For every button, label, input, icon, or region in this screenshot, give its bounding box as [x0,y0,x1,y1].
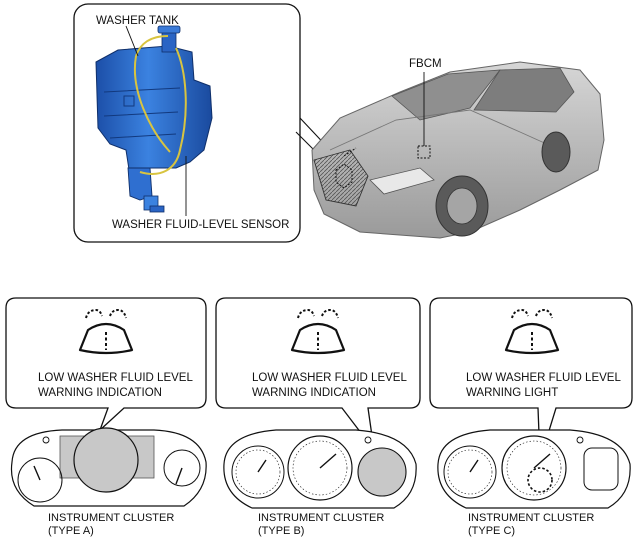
warning-text-type-a: LOW WASHER FLUID LEVEL WARNING INDICATIO… [38,372,193,399]
washer-tank-label: WASHER TANK [96,15,179,27]
panel-type-b [215,297,421,453]
instrument-cluster-type-a [10,427,207,507]
washer-fluid-icon [504,308,560,355]
vehicle-illustration [311,61,605,239]
instrument-cluster-type-b [223,429,417,509]
cluster-caption-type-b: INSTRUMENT CLUSTER (TYPE B) [258,512,385,537]
warning-text-type-b: LOW WASHER FLUID LEVEL WARNING INDICATIO… [252,372,407,399]
washer-tank-illustration [95,25,213,216]
washer-fluid-level-sensor-label: WASHER FLUID-LEVEL SENSOR [112,219,290,231]
panel-type-a [5,297,207,431]
cluster-caption-type-a: INSTRUMENT CLUSTER (TYPE A) [48,512,175,537]
cluster-caption-type-c: INSTRUMENT CLUSTER (TYPE C) [468,512,595,537]
instrument-cluster-type-c [437,429,631,509]
fbcm-label: FBCM [409,58,442,70]
warning-text-type-c: LOW WASHER FLUID LEVEL WARNING LIGHT [466,372,621,399]
washer-fluid-icon [290,308,346,355]
washer-fluid-icon [78,308,134,355]
